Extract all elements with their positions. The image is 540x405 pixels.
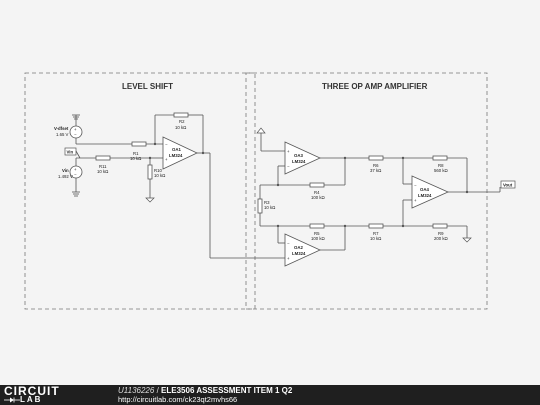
- svg-text:−: −: [74, 172, 77, 177]
- r4-value: 100 kΩ: [311, 195, 326, 200]
- oa3-name: OA3: [294, 153, 303, 158]
- r2-resistor: [173, 112, 189, 118]
- title-separator: /: [156, 386, 159, 395]
- oa3-ref-symbol: [256, 127, 266, 134]
- svg-text:+: +: [414, 198, 417, 203]
- r4-resistor: [309, 182, 325, 188]
- circuit-id[interactable]: U1136226: [118, 386, 155, 395]
- svg-text:+: +: [287, 256, 290, 261]
- r9-value: 200 kΩ: [434, 236, 449, 241]
- r8-resistor: [432, 155, 448, 161]
- oa2-opamp: [284, 233, 321, 267]
- oa4-name: OA4: [420, 187, 429, 192]
- circuit-name[interactable]: ELE3506 ASSESSMENT ITEM 1 Q2: [161, 386, 293, 395]
- circuitlab-logo-bottom: LAB: [20, 395, 43, 404]
- schematic-diagram: LEVEL SHIFT THREE OP AMP AMPLIFIER + − V…: [24, 72, 516, 310]
- vout-node-box: [500, 180, 516, 189]
- oa1-opamp: [162, 136, 198, 170]
- r5-value: 100 kΩ: [311, 236, 326, 241]
- r7-resistor: [368, 223, 384, 229]
- oa4-opamp: [411, 175, 449, 209]
- r9-ground-symbol: [462, 237, 472, 243]
- oa3-opamp: [284, 141, 321, 175]
- oa2-name: OA2: [294, 245, 303, 250]
- r6-value: 37 kΩ: [370, 168, 382, 173]
- r11-resistor: [95, 155, 111, 161]
- r1-resistor: [131, 141, 147, 147]
- oa4-part: LM324: [418, 193, 432, 198]
- r3-value: 10 kΩ: [264, 205, 276, 210]
- three-op-amp-box: [245, 72, 488, 310]
- r1-name: R1: [133, 151, 139, 156]
- vin-name: Vin: [62, 168, 69, 173]
- circuitlab-logo-top: CIRCUIT: [4, 384, 60, 398]
- r9-resistor: [432, 223, 448, 229]
- oa1-part: LM324: [169, 153, 183, 158]
- r1-value: 10 kΩ: [130, 156, 142, 161]
- vdfset-name: V-dfset: [54, 126, 69, 131]
- vdfset-value: 1.65 V: [56, 132, 69, 137]
- r10-value: 10 kΩ: [154, 173, 166, 178]
- r6-resistor: [368, 155, 384, 161]
- r3-resistor: [257, 198, 263, 214]
- svg-text:−: −: [287, 164, 290, 169]
- circuit-title: U1136226 / ELE3506 ASSESSMENT ITEM 1 Q2: [118, 386, 292, 395]
- svg-text:−: −: [287, 241, 290, 246]
- oa3-part: LM324: [292, 159, 306, 164]
- three-op-amp-title: THREE OP AMP AMPLIFIER: [322, 82, 428, 91]
- r10-name: R10: [154, 168, 162, 173]
- svg-text:+: +: [165, 157, 168, 162]
- footer-bar: CIRCUIT LAB U1136226 / ELE3506 ASSESSMEN…: [0, 385, 540, 405]
- junction-dots: [148, 142, 469, 228]
- r8-value: 560 kΩ: [434, 168, 449, 173]
- r10-ground-symbol: [145, 197, 155, 203]
- r11-value: 10 kΩ: [97, 169, 109, 174]
- oa1-name: OA1: [172, 147, 181, 152]
- r8-name: R8: [438, 163, 444, 168]
- svg-text:−: −: [165, 142, 168, 147]
- vout-node-label: Vout: [503, 183, 513, 188]
- vin-source: + −: [69, 158, 83, 197]
- level-shift-box: [24, 72, 256, 310]
- level-shift-title: LEVEL SHIFT: [122, 82, 173, 91]
- circuit-url-link[interactable]: http://circuitlab.com/ck23qt2mvhs66: [118, 395, 238, 404]
- svg-text:+: +: [74, 167, 77, 172]
- circuitlab-logo-icon: [4, 397, 20, 403]
- r5-name: R5: [314, 231, 320, 236]
- r5-resistor: [309, 223, 325, 229]
- r2-value: 10 kΩ: [175, 125, 187, 130]
- r2-name: R2: [179, 119, 185, 124]
- svg-text:−: −: [74, 132, 77, 137]
- vin-node-label: Vin: [67, 150, 74, 155]
- r4-name: R4: [314, 190, 320, 195]
- r11-name: R11: [99, 164, 107, 169]
- svg-text:+: +: [74, 127, 77, 132]
- vin-value: 1.492 V: [58, 174, 73, 179]
- svg-text:−: −: [414, 183, 417, 188]
- r7-value: 10 kΩ: [370, 236, 382, 241]
- oa2-part: LM324: [292, 251, 306, 256]
- r6-name: R6: [373, 163, 379, 168]
- schematic-canvas: LEVEL SHIFT THREE OP AMP AMPLIFIER + − V…: [0, 0, 540, 385]
- vdfset-source: + −: [69, 114, 83, 144]
- r10-resistor: [147, 164, 153, 180]
- r9-name: R9: [438, 231, 444, 236]
- svg-text:+: +: [287, 149, 290, 154]
- r7-name: R7: [373, 231, 379, 236]
- r3-name: R3: [264, 200, 270, 205]
